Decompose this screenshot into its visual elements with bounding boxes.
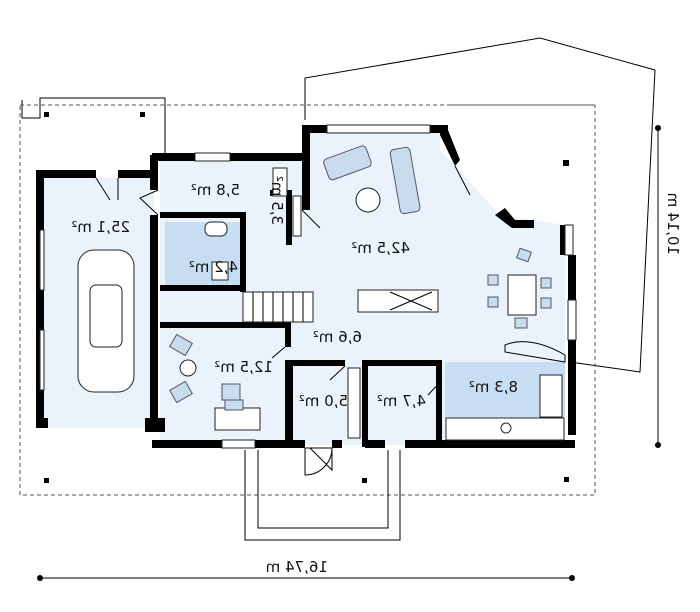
entrance-path-inner	[257, 450, 389, 529]
hall-area-label: 6,6 m²	[313, 328, 362, 346]
marker	[44, 478, 49, 483]
depth-dimension-label: 10,14 m	[664, 193, 682, 255]
windows	[39, 124, 577, 449]
entrance-path	[244, 450, 401, 541]
marker	[362, 478, 367, 483]
marker	[44, 112, 49, 117]
living-area-label: 42,5 m²	[351, 239, 410, 257]
marker	[563, 160, 569, 166]
office-area-label: 12,5 m²	[214, 358, 273, 376]
plan-drawing	[19, 37, 656, 541]
storage-a-area-label: 5,0 m²	[299, 392, 348, 410]
staircase	[242, 291, 314, 323]
kitchen-small-area-label: 5,8 m²	[191, 181, 240, 199]
marker	[140, 112, 145, 117]
bath-area-label: 4,2 m²	[189, 258, 238, 276]
walls	[36, 125, 576, 448]
garage-area-label: 25,1 m²	[71, 218, 130, 236]
kitchen-island	[357, 289, 439, 313]
plot-outline	[19, 104, 596, 496]
kitchen-area-label: 8,3 m²	[469, 378, 518, 396]
width-dimension-label: 16,74 m	[266, 558, 328, 576]
roof-outline	[304, 37, 656, 373]
stair-small-area-label: 3,5 m²	[268, 176, 286, 225]
storage-b-area-label: 4,7 m²	[377, 392, 426, 410]
room-labels: 25,1 m² 5,8 m² 4,2 m² 3,5 m² 42,5 m² 6,6…	[71, 176, 518, 410]
marker	[564, 477, 569, 482]
furniture	[77, 145, 566, 441]
doors	[95, 165, 471, 476]
terrace-outline	[21, 97, 166, 155]
bath-floor	[165, 222, 240, 287]
